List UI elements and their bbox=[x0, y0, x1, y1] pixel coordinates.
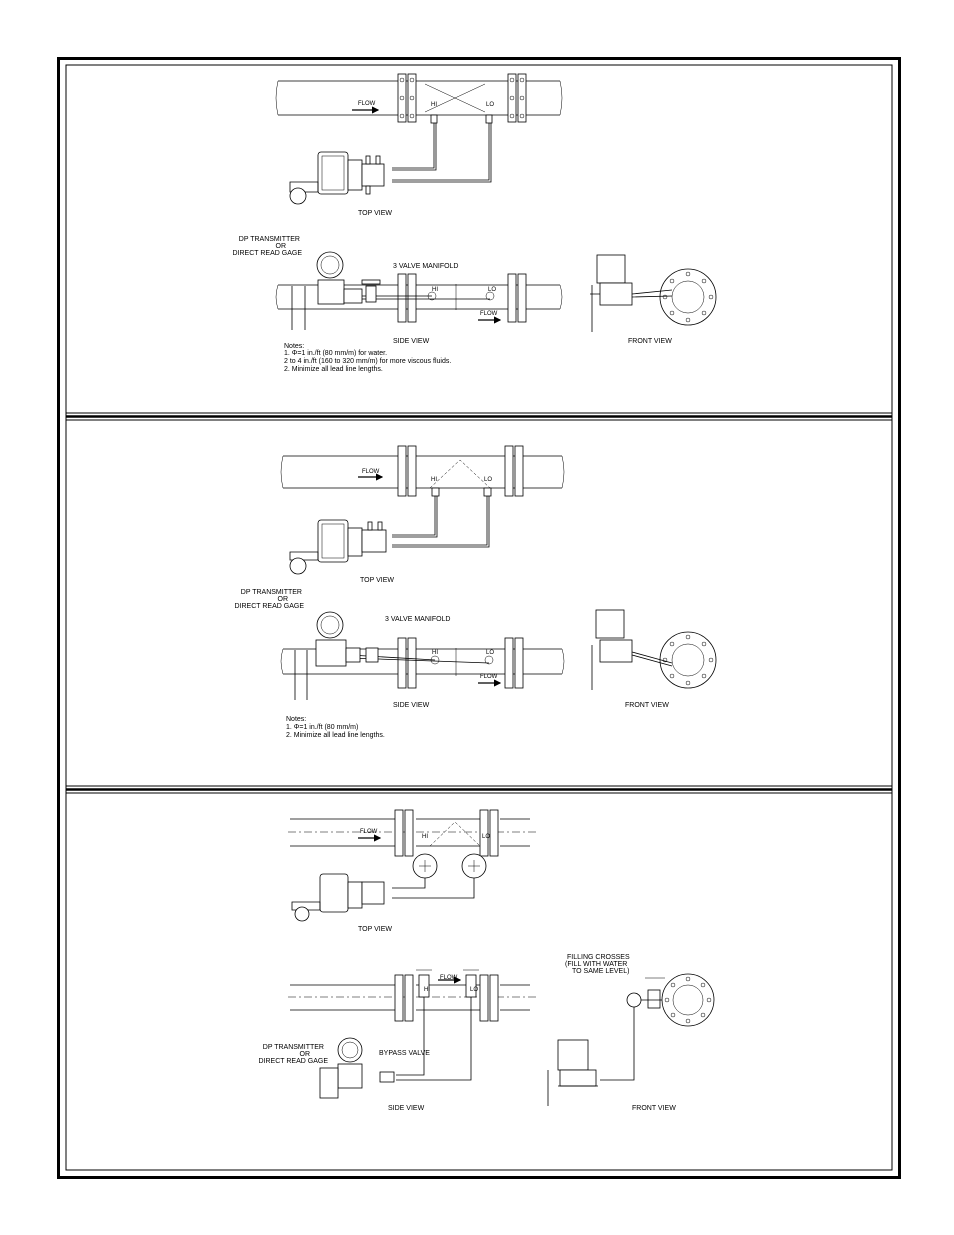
panel-2-top-view bbox=[280, 445, 565, 575]
panel-3-top-view bbox=[288, 809, 538, 922]
panel-2-side-view bbox=[280, 611, 565, 700]
panel-1-side-view bbox=[275, 251, 563, 330]
panel-1-top-view bbox=[275, 73, 563, 205]
panel-2 bbox=[280, 445, 717, 700]
panel-3-front-view bbox=[547, 973, 715, 1106]
inner-border bbox=[65, 64, 893, 1171]
panel-1-front-view bbox=[590, 254, 717, 332]
panel-3-side-view bbox=[288, 969, 538, 1099]
panel-3 bbox=[288, 809, 715, 1106]
panel-2-front-view bbox=[591, 609, 717, 690]
outer-border bbox=[57, 57, 901, 1179]
panel-1 bbox=[275, 73, 717, 332]
